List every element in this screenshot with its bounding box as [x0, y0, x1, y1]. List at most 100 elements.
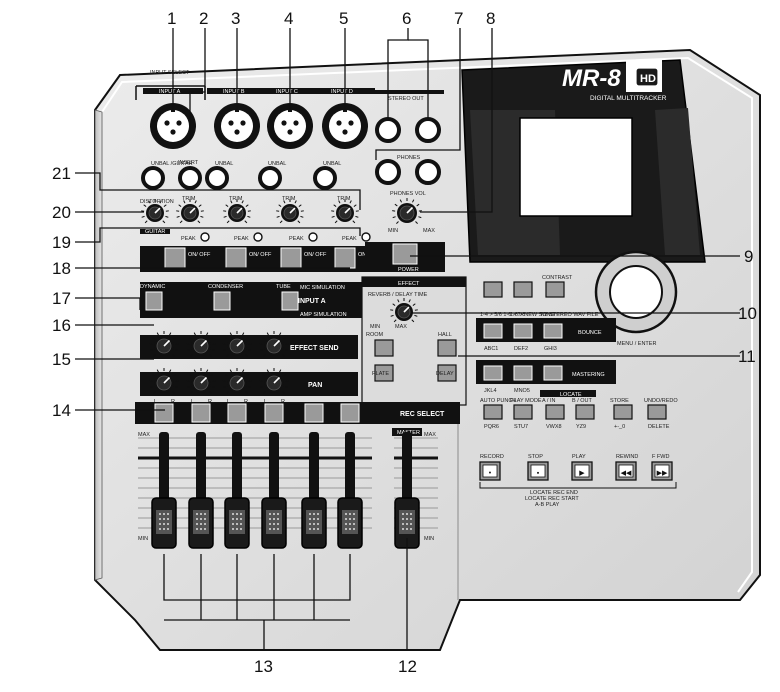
fader-grip-dot: [200, 523, 202, 525]
effect-hall-button[interactable]: [438, 340, 456, 356]
fader-grip-dot: [345, 528, 347, 530]
mastering-key-3[interactable]: [544, 366, 562, 380]
xlr-jack-face: [329, 110, 361, 142]
locate-note-3: A-B PLAY: [535, 502, 560, 508]
rec-select-label: REC SELECT: [400, 411, 445, 418]
xlr-pin: [164, 120, 169, 125]
mic-sim-button-2[interactable]: [214, 292, 230, 310]
phones-jack-1[interactable]: [377, 161, 399, 183]
fader-grip-dot: [269, 523, 271, 525]
fader-grip-dot: [406, 513, 408, 515]
onoff-button-2[interactable]: [226, 248, 246, 268]
line-jack-2[interactable]: [207, 168, 227, 188]
transport-label: RECORD: [480, 454, 504, 460]
fader-grip-dot: [236, 513, 238, 515]
brand-tagline: DIGITAL MULTITRACKER: [590, 95, 667, 102]
rec-select-button-4[interactable]: [265, 404, 283, 422]
key-row3-button-5[interactable]: [614, 405, 632, 419]
phones-vol-label: PHONES VOL: [390, 191, 426, 197]
fader-grip-dot: [159, 528, 161, 530]
key-row3-button-1[interactable]: [484, 405, 502, 419]
mic-sim-input: INPUT A: [298, 298, 326, 305]
peak-label: PEAK: [181, 236, 196, 242]
fader-grip-dot: [410, 523, 412, 525]
fader-grip-dot: [410, 513, 412, 515]
insert-jack[interactable]: [180, 168, 200, 188]
fader-grip-dot: [163, 518, 165, 520]
effect-time-min: MIN: [370, 324, 380, 330]
fader-grip-dot: [240, 523, 242, 525]
mastering-key-1[interactable]: [484, 366, 502, 380]
rec-select-button-1[interactable]: [155, 404, 173, 422]
fader-grip-dot: [204, 518, 206, 520]
stereo-out-jack-r[interactable]: [417, 119, 439, 141]
onoff-button-3[interactable]: [281, 248, 301, 268]
insert-label: INSERT: [178, 160, 199, 166]
mic-sim-strip: MIC SIMULATION INPUT A AMP SIMULATION: [140, 282, 362, 318]
locate-row: LOCATE: [540, 390, 596, 398]
fader-grip-dot: [159, 513, 161, 515]
line-jack-4[interactable]: [315, 168, 335, 188]
fader-grip-dot: [317, 523, 319, 525]
mastering-key-2[interactable]: [514, 366, 532, 380]
fader-grip-dot: [313, 528, 315, 530]
menu-enter-label: MENU / ENTER: [617, 341, 656, 347]
fader-grip-dot: [317, 518, 319, 520]
effect-room-button[interactable]: [375, 340, 393, 356]
fader-grip-dot: [167, 528, 169, 530]
phones-label: PHONES: [397, 155, 421, 161]
fader-grip-dot: [200, 518, 202, 520]
key-row3-button-3[interactable]: [546, 405, 564, 419]
stereo-out-label: STEREO OUT: [388, 96, 424, 102]
fader-grip-dot: [159, 523, 161, 525]
fader-grip-dot: [353, 518, 355, 520]
fader-grip-dot: [410, 528, 412, 530]
peak-label: PEAK: [342, 236, 357, 242]
key-row3-button-4[interactable]: [576, 405, 594, 419]
power-switch[interactable]: [393, 244, 417, 264]
peak-led-2: [254, 233, 262, 241]
mic-sim-button-3[interactable]: [282, 292, 298, 310]
fader-grip-dot: [167, 523, 169, 525]
fader-grip-dot: [269, 528, 271, 530]
callout-18: 18: [52, 259, 71, 278]
fader-grip-dot: [349, 528, 351, 530]
onoff-button-4[interactable]: [335, 248, 355, 268]
bounce-key-3[interactable]: [544, 324, 562, 338]
effect-title: EFFECT: [398, 281, 420, 287]
bounce-key-2[interactable]: [514, 324, 532, 338]
mic-sim-button-1[interactable]: [146, 292, 162, 310]
fader-grip-dot: [236, 528, 238, 530]
fader-grip-dot: [309, 528, 311, 530]
stereo-out-jack-l[interactable]: [377, 119, 399, 141]
bounce-key-1[interactable]: [484, 324, 502, 338]
line-jack-3[interactable]: [260, 168, 280, 188]
phones-jack-2[interactable]: [417, 161, 439, 183]
callout-11: 11: [738, 347, 756, 366]
rec-select-button-2[interactable]: [192, 404, 210, 422]
xlr-pin: [293, 120, 298, 125]
fader-grip-dot: [353, 528, 355, 530]
key-top-2[interactable]: [514, 282, 532, 297]
key-row3-button-6[interactable]: [648, 405, 666, 419]
fader-grip-dot: [277, 513, 279, 515]
peak-led-4: [362, 233, 370, 241]
line-jack-1[interactable]: [143, 168, 163, 188]
callout-6: 6: [402, 9, 411, 28]
input-label-2: INPUT B: [223, 89, 245, 95]
rec-select-button-5[interactable]: [305, 404, 323, 422]
fader-max-label: MAX: [138, 432, 150, 438]
transport-label: STOP: [528, 454, 543, 460]
fader-grip-dot: [277, 528, 279, 530]
mastering-row: MASTERING: [476, 360, 616, 384]
onoff-button-1[interactable]: [165, 248, 185, 268]
fader-grip-dot: [269, 513, 271, 515]
contrast-button[interactable]: [546, 282, 564, 297]
key-top-1[interactable]: [484, 282, 502, 297]
fader-grip-dot: [163, 523, 165, 525]
key-row3-button-2[interactable]: [514, 405, 532, 419]
bounce-row: BOUNCE: [476, 318, 616, 342]
rec-select-button-3[interactable]: [228, 404, 246, 422]
rec-select-button-6[interactable]: [341, 404, 359, 422]
fader-grip-dot: [313, 518, 315, 520]
